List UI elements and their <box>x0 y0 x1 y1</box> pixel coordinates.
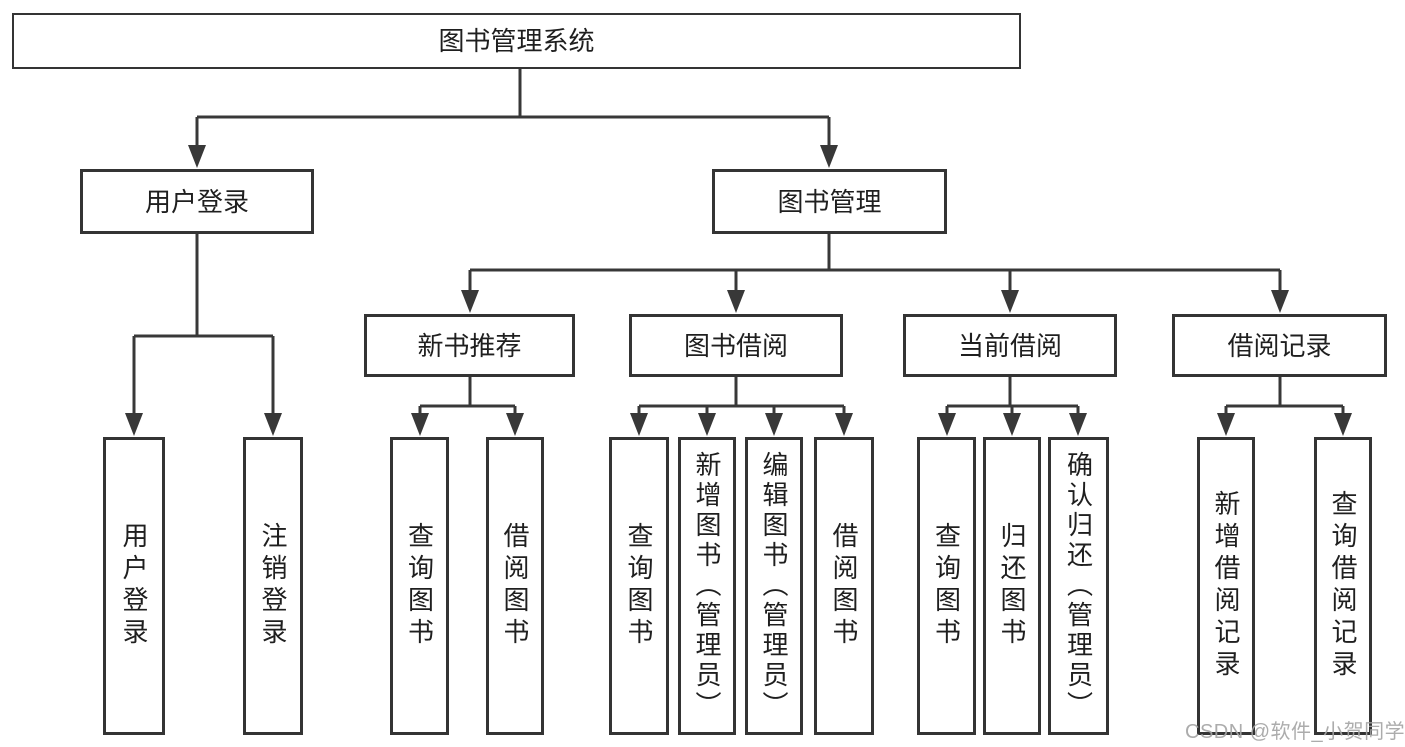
leaf-user-login: 用户登录 <box>103 437 165 735</box>
leaf-borrow-books-recommend: 借阅图书 <box>486 437 544 735</box>
leaf-add-book-admin: 新增图书（管理员） <box>678 437 736 735</box>
node-current-borrow: 当前借阅 <box>903 314 1117 377</box>
leaf-edit-book-admin: 编辑图书（管理员） <box>745 437 803 735</box>
node-book-borrow: 图书借阅 <box>629 314 843 377</box>
node-new-book-recommend: 新书推荐 <box>364 314 575 377</box>
leaf-add-borrow-record: 新增借阅记录 <box>1197 437 1255 735</box>
leaf-query-books-recommend: 查询图书 <box>390 437 449 735</box>
watermark: CSDN @软件_小贺同学 <box>1185 721 1405 743</box>
arrowheads <box>125 145 1352 436</box>
leaf-query-borrow-record: 查询借阅记录 <box>1314 437 1372 735</box>
node-user-login: 用户登录 <box>80 169 314 234</box>
leaf-logout: 注销登录 <box>243 437 303 735</box>
leaf-confirm-return-admin: 确认归还（管理员） <box>1048 437 1109 735</box>
leaf-borrow-books: 借阅图书 <box>814 437 874 735</box>
leaf-query-books-borrow: 查询图书 <box>609 437 669 735</box>
leaf-return-book: 归还图书 <box>983 437 1041 735</box>
leaf-query-books-current: 查询图书 <box>917 437 976 735</box>
node-root: 图书管理系统 <box>12 13 1021 69</box>
node-borrow-records: 借阅记录 <box>1172 314 1387 377</box>
node-book-management: 图书管理 <box>712 169 947 234</box>
connector-paths <box>132 69 1345 416</box>
